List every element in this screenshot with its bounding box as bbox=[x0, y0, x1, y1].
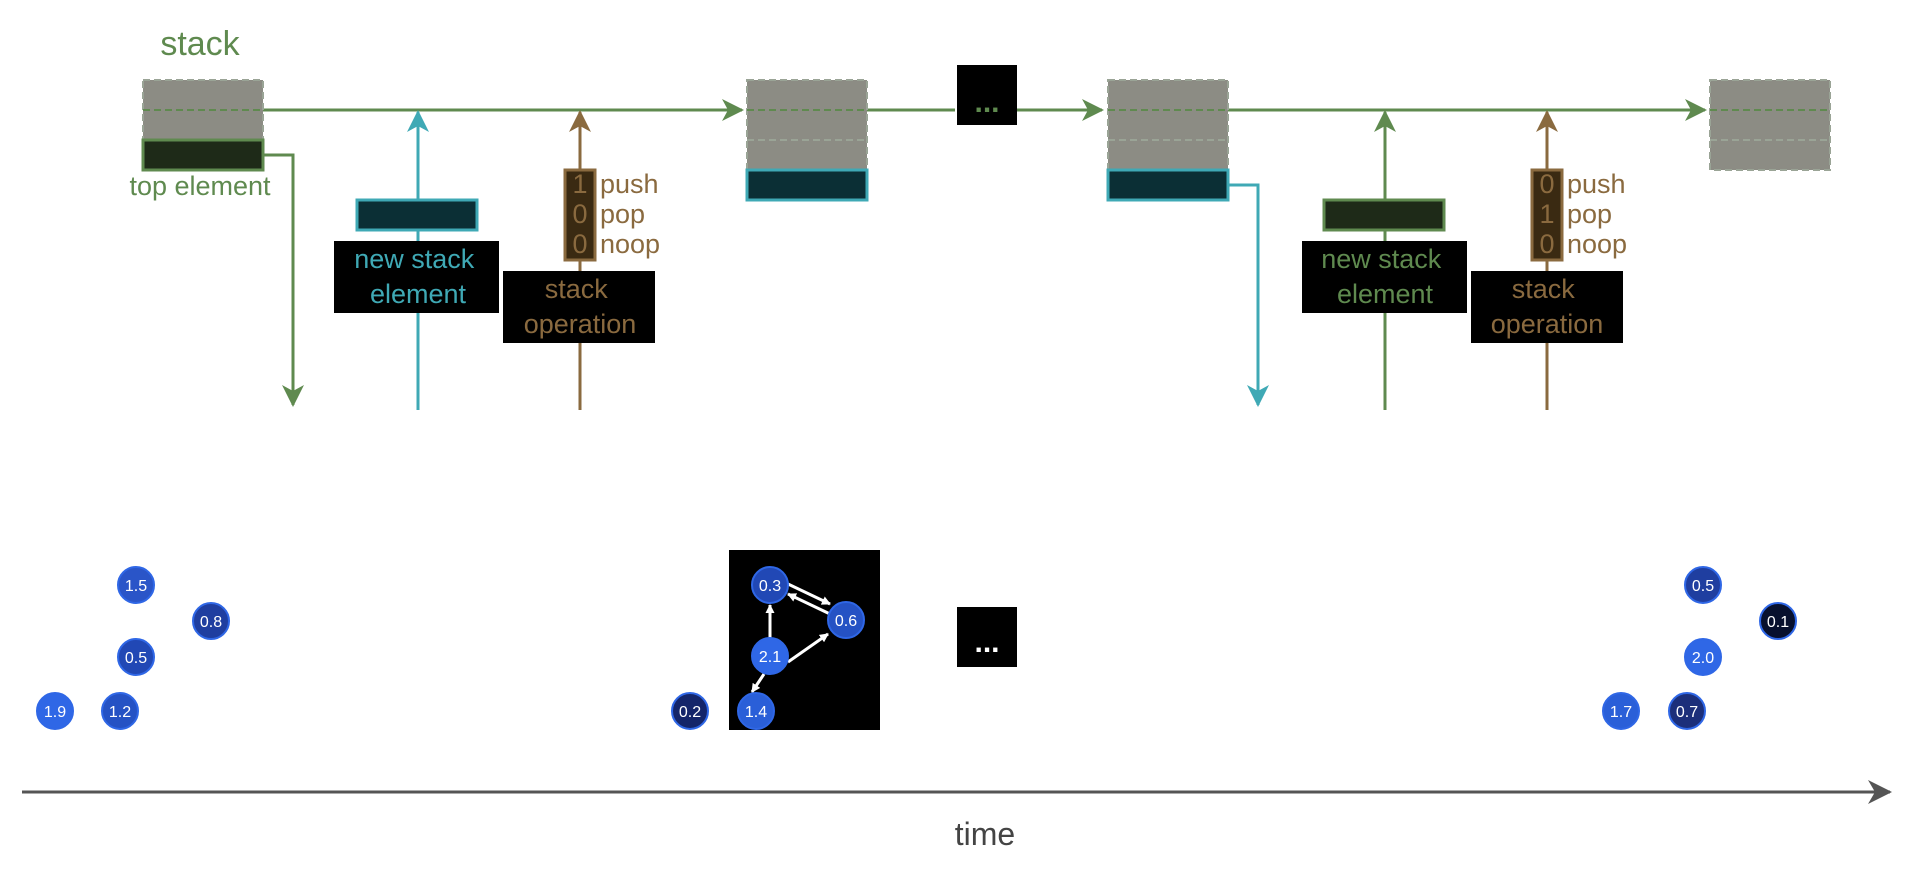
graph-node: 2.1 bbox=[751, 637, 789, 675]
stack-operation-label-2: stack operation bbox=[1491, 274, 1604, 339]
graph-2: 0.3 0.6 2.1 1.4 0.2 bbox=[671, 566, 865, 730]
new-stack-element-label-1: new stack element bbox=[354, 244, 482, 309]
graph-node: 0.6 bbox=[827, 601, 865, 639]
graph-node: 0.1 bbox=[1759, 602, 1797, 640]
operation-names-2: push pop noop bbox=[1567, 169, 1627, 259]
svg-text:push: push bbox=[600, 169, 659, 199]
svg-text:1.7: 1.7 bbox=[1610, 704, 1632, 721]
ellipsis-box-bottom bbox=[957, 607, 1017, 667]
graph-node: 0.7 bbox=[1668, 692, 1706, 730]
ellipsis-box-top bbox=[957, 65, 1017, 125]
graph-node: 1.7 bbox=[1602, 692, 1640, 730]
top-element-cell bbox=[141, 138, 265, 172]
graph-2-edges bbox=[750, 582, 831, 693]
new-stack-element-label-2: new stack element bbox=[1321, 244, 1449, 309]
stack-state-2 bbox=[745, 79, 869, 202]
svg-text:2.0: 2.0 bbox=[1692, 650, 1714, 667]
top-element-output-arrow-2 bbox=[1228, 183, 1269, 407]
svg-text:0.1: 0.1 bbox=[1767, 614, 1789, 631]
graph-node: 0.3 bbox=[751, 566, 789, 604]
new-stack-element-label-box-1 bbox=[334, 241, 499, 313]
operation-bits-box-1 bbox=[563, 168, 597, 262]
graph-node: 0.5 bbox=[117, 638, 155, 676]
svg-text:push: push bbox=[1567, 169, 1626, 199]
new-stack-element-label-box-2 bbox=[1302, 241, 1467, 313]
top-element-cell-3 bbox=[1106, 168, 1230, 202]
svg-text:0.2: 0.2 bbox=[679, 704, 701, 721]
stack-operation-label-box-2 bbox=[1471, 271, 1623, 343]
new-stack-element-cell-2 bbox=[1322, 198, 1446, 232]
operation-bits-2: 0 1 0 bbox=[1539, 169, 1554, 259]
svg-text:1.9: 1.9 bbox=[44, 704, 66, 721]
svg-text:pop: pop bbox=[600, 199, 645, 229]
svg-text:0: 0 bbox=[1539, 169, 1554, 199]
stack-state-1 bbox=[141, 79, 265, 172]
svg-text:0: 0 bbox=[1539, 229, 1554, 259]
svg-text:noop: noop bbox=[600, 229, 660, 259]
svg-text:noop: noop bbox=[1567, 229, 1627, 259]
svg-text:1: 1 bbox=[1539, 199, 1554, 229]
top-element-output-arrow bbox=[263, 153, 304, 407]
svg-text:1.4: 1.4 bbox=[745, 704, 767, 721]
svg-text:2.1: 2.1 bbox=[759, 649, 781, 666]
svg-text:0: 0 bbox=[572, 199, 587, 229]
graph-node: 1.2 bbox=[101, 692, 139, 730]
svg-text:1: 1 bbox=[572, 169, 587, 199]
svg-text:0.5: 0.5 bbox=[1692, 578, 1714, 595]
svg-text:pop: pop bbox=[1567, 199, 1612, 229]
svg-text:1.2: 1.2 bbox=[109, 704, 131, 721]
graph-node: 0.8 bbox=[192, 602, 230, 640]
svg-text:0.8: 0.8 bbox=[200, 614, 222, 631]
graph-node: 0.5 bbox=[1684, 566, 1722, 604]
svg-text:0: 0 bbox=[572, 229, 587, 259]
time-axis-label: time bbox=[955, 816, 1015, 852]
svg-text:0.6: 0.6 bbox=[835, 613, 857, 630]
graph-node: 1.9 bbox=[36, 692, 74, 730]
graph-node: 2.0 bbox=[1684, 638, 1722, 676]
operation-bits-1: 1 0 0 bbox=[572, 169, 587, 259]
top-element-label: top element bbox=[129, 171, 271, 201]
stack-state-4 bbox=[1709, 79, 1831, 171]
svg-text:1.5: 1.5 bbox=[125, 578, 147, 595]
graph-1: 1.5 0.8 0.5 1.9 1.2 bbox=[36, 566, 230, 730]
graph-node: 0.2 bbox=[671, 692, 709, 730]
graph-node: 1.4 bbox=[737, 692, 775, 730]
operation-names-1: push pop noop bbox=[600, 169, 660, 259]
operation-bits-box-2 bbox=[1530, 168, 1564, 262]
stack-operation-label-1: stack operation bbox=[524, 274, 637, 339]
stack-title: stack bbox=[160, 25, 240, 63]
stack-operation-label-box-1 bbox=[503, 271, 655, 343]
graph-node: 1.5 bbox=[117, 566, 155, 604]
new-stack-element-cell-1 bbox=[355, 198, 479, 232]
stack-state-3 bbox=[1106, 79, 1230, 202]
graph-3: 0.5 0.1 2.0 1.7 0.7 bbox=[1602, 566, 1797, 730]
ellipsis-top: ... bbox=[974, 86, 999, 119]
svg-text:0.5: 0.5 bbox=[125, 650, 147, 667]
ellipsis-bottom: ... bbox=[974, 626, 999, 659]
svg-text:0.7: 0.7 bbox=[1676, 704, 1698, 721]
svg-text:0.3: 0.3 bbox=[759, 578, 781, 595]
